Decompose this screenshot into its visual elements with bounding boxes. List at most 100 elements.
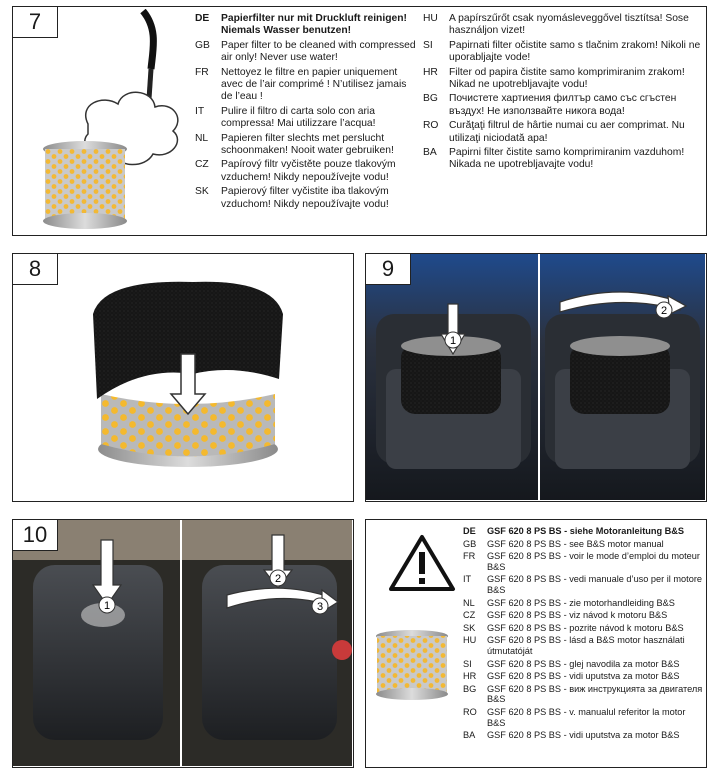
language-row-cz: CZ GSF 620 8 PS BS - viz návod k motoru B…: [463, 610, 703, 621]
language-code: CZ: [195, 159, 209, 171]
instruction-text: Filter od papira čistite samo komprimira…: [449, 66, 685, 91]
instruction-text: GSF 620 8 PS BS - glej navodila za motor…: [487, 658, 680, 669]
language-row-ba: BA GSF 620 8 PS BS - vidi uputstva za mot…: [463, 730, 703, 741]
step-10-panel: 1 2 3 10: [12, 519, 354, 768]
language-code: SI: [463, 658, 472, 669]
language-code: DE: [195, 13, 210, 24]
down-arrow: [91, 539, 123, 607]
instruction-text: GSF 620 8 PS BS - vidi uputstva za motor…: [487, 730, 680, 741]
instruction-text: Nettoyez le filtre en papier uniquement …: [221, 66, 407, 103]
instruction-text: Papirni filter čistite samo komprimirani…: [449, 147, 685, 171]
step-9-photo-left: 1: [366, 254, 538, 500]
instruction-text: Pulire il filtro di carta solo con aria …: [221, 105, 376, 130]
language-code: HR: [423, 66, 438, 78]
instruction-text: GSF 620 8 PS BS - pozrite návod k motoru…: [487, 622, 684, 633]
language-row-de: DE Papierfilter nur mit Druckluft reinige…: [195, 13, 420, 38]
language-code: HR: [463, 671, 477, 682]
callout-1-circle: [98, 596, 116, 614]
instruction-text: GSF 620 8 PS BS - zie motorhandleiding B…: [487, 597, 675, 608]
language-code: DE: [463, 526, 476, 536]
filter-bottom-rim: [43, 213, 127, 229]
instruction-text: Papierfilter nur mit Druckluft reinigen!…: [221, 13, 407, 37]
callout-1: 1: [450, 335, 456, 347]
paper-filter: [101, 394, 275, 457]
callout-2-circle: [269, 569, 287, 587]
language-code: FR: [195, 66, 209, 78]
language-row-sk: SK GSF 620 8 PS BS - pozrite návod k moto…: [463, 623, 703, 634]
air-cleaner-cover: [202, 565, 337, 740]
instruction-text: GSF 620 8 PS BS - viz návod k motoru B&S: [487, 610, 668, 621]
language-code: NL: [195, 132, 209, 144]
language-row-hr: HR Filter od papira čistite samo komprimi…: [423, 67, 705, 92]
instruction-text: Papierový filter vyčistite iba tlakovým …: [221, 186, 389, 210]
foam-filter: [401, 344, 501, 414]
language-code: IT: [195, 105, 205, 117]
step-9-panel: 1 2 9: [365, 253, 707, 502]
rotate-arrow: [559, 291, 681, 313]
language-row-cz: CZ Papírový filtr vyčistěte pouze tlakový…: [195, 159, 420, 184]
language-code: BA: [463, 730, 476, 741]
step-10-photo-left: 1: [13, 520, 180, 766]
callout-3-circle: [311, 597, 329, 615]
language-row-bg: BG GSF 620 8 PS BS - виж инструкцията за …: [463, 684, 703, 705]
language-code: SK: [463, 622, 476, 633]
instruction-text: Curăţaţi filtrul de hârtie numai cu aer …: [449, 120, 685, 144]
step-10-photo-right: 2 3: [182, 520, 352, 766]
callout-1: 1: [104, 600, 110, 612]
language-code: SK: [195, 186, 209, 198]
instruction-text: GSF 620 8 PS BS - see B&S motor manual: [487, 538, 664, 549]
instruction-text: Почистете хартиения филтър само със сгъс…: [449, 93, 677, 117]
step-8-panel: 8: [12, 253, 354, 502]
instruction-text: Paper filter to be cleaned with compress…: [221, 39, 416, 64]
instruction-text: GSF 620 8 PS BS - виж инструкцията за дв…: [487, 683, 703, 705]
foam-filter: [570, 344, 670, 414]
instruction-text: Papirnati filter očistite samo s tlačnim…: [449, 39, 701, 64]
down-arrow: [169, 353, 207, 416]
callout-2-circle: [655, 301, 673, 319]
foam-prefilter-illustration: [93, 281, 283, 467]
air-nozzle: [146, 68, 154, 100]
language-code: GB: [195, 39, 210, 51]
language-row-gb: GB GSF 620 8 PS BS - see B&S motor manual: [463, 539, 703, 550]
step-number: 8: [13, 254, 58, 285]
language-code: FR: [463, 551, 476, 562]
language-code: IT: [463, 574, 472, 585]
language-code: RO: [463, 706, 477, 717]
language-row-fr: FR Nettoyez le filtre en papier uniquemen…: [195, 67, 420, 104]
language-code: HU: [463, 635, 477, 646]
language-code: NL: [463, 597, 475, 608]
language-row-si: SI GSF 620 8 PS BS - glej navodila za mot…: [463, 659, 703, 670]
language-row-nl: NL Papieren filter slechts met perslucht …: [195, 133, 420, 158]
filter-body: [45, 149, 125, 221]
instruction-text: Papírový filtr vyčistěte pouze tlakovým …: [221, 159, 396, 183]
language-code: BG: [463, 683, 477, 694]
language-code: RO: [423, 120, 439, 132]
instruction-text: A papírszűrőt csak nyomásleveggővel tisz…: [449, 13, 689, 37]
paper-filter-icon: [376, 630, 448, 700]
language-row-ro: RO Curăţaţi filtrul de hârtie numai cu ae…: [423, 120, 705, 145]
language-code: BA: [423, 147, 437, 159]
callout-1-circle: [444, 331, 462, 349]
warning-icon: [389, 535, 455, 591]
language-row-gb: GB Paper filter to be cleaned with compre…: [195, 40, 420, 65]
language-code: CZ: [463, 610, 476, 621]
language-row-sk: SK Papierový filter vyčistite iba tlakový…: [195, 186, 420, 211]
language-code: GB: [463, 538, 477, 549]
language-row-nl: NL GSF 620 8 PS BS - zie motorhandleiding…: [463, 598, 703, 609]
language-code: SI: [423, 39, 433, 51]
callout-2: 2: [661, 305, 667, 317]
instruction-text: Papieren filter slechts met perslucht sc…: [221, 132, 394, 157]
language-row-bg: BG Почистете хартиения филтър само със сг…: [423, 93, 705, 118]
step-number: 9: [366, 254, 411, 285]
language-code: BG: [423, 93, 438, 105]
instructions-left-column: DE Papierfilter nur mit Druckluft reinige…: [195, 13, 420, 213]
